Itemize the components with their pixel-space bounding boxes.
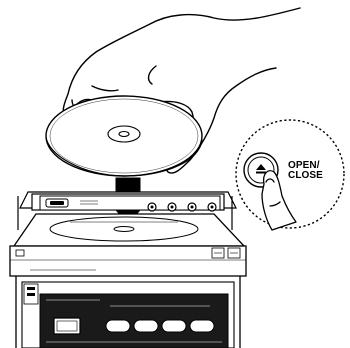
device-illustration <box>10 192 246 348</box>
open-close-label: OPEN/ CLOSE <box>288 161 338 181</box>
open-close-label-line2: CLOSE <box>288 171 338 181</box>
disc-illustration <box>46 96 202 176</box>
